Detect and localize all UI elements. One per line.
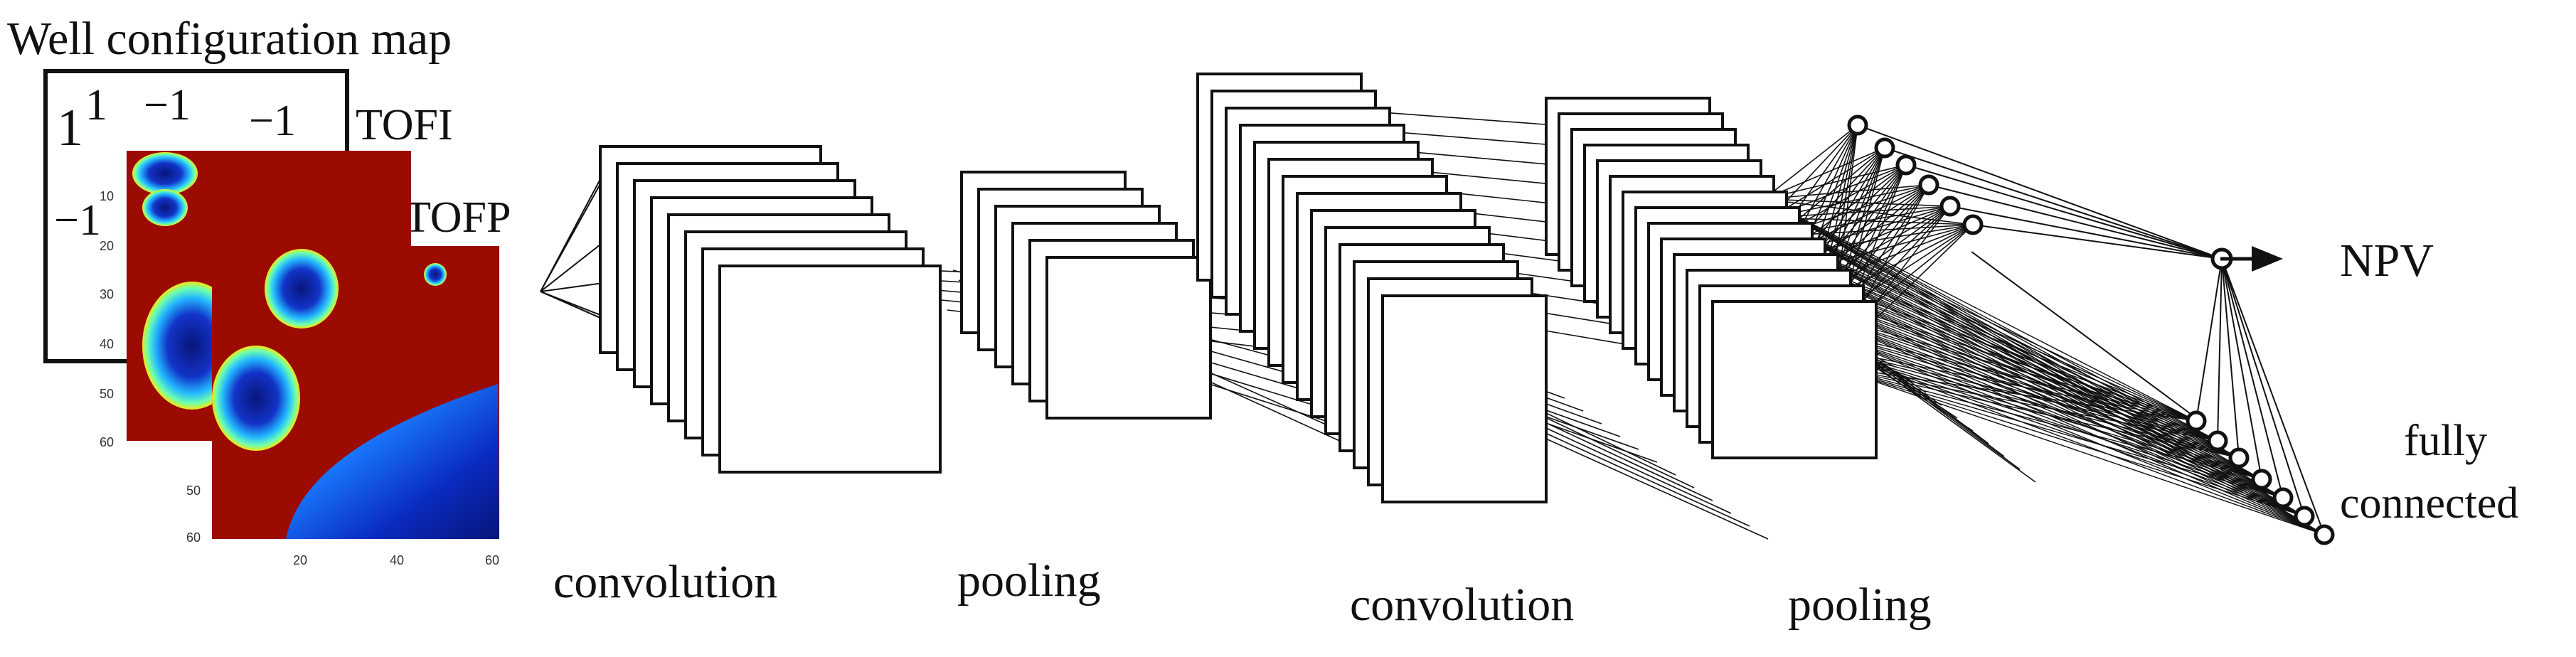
tofi-label: TOFI [356, 101, 453, 149]
connection-line [1777, 235, 2197, 422]
dense-label-line1: fully [2404, 417, 2487, 465]
connection-line [1827, 365, 2240, 459]
connection-line [1806, 309, 2305, 517]
connection-line [1763, 198, 1951, 207]
connection-line [1813, 328, 2262, 480]
connection-line [1827, 365, 2218, 442]
connection-line [1972, 224, 2223, 260]
well-value: 1 [57, 99, 83, 157]
tick-label: 10 [100, 189, 114, 203]
dense-label-line2: connected [2340, 479, 2518, 528]
tick-label: 30 [100, 287, 114, 301]
tofp-heatmap [212, 246, 499, 539]
connection-line [2221, 258, 2262, 480]
tick-label: 20 [100, 239, 114, 253]
connection-line [1784, 254, 2197, 422]
pool1-feature-map [1045, 256, 1212, 420]
connection-line [1949, 205, 2223, 260]
connection-line [1820, 346, 2240, 459]
dense-node [1918, 174, 1939, 196]
arrow-icon [2252, 246, 2283, 272]
pool2-feature-map [1711, 300, 1878, 459]
connection-line [1905, 164, 2223, 260]
connection-line [1820, 346, 2197, 422]
dense-node [2228, 447, 2250, 469]
dense-node [2272, 487, 2294, 508]
connection-line [1799, 291, 2325, 535]
connection-line [2217, 258, 2223, 442]
well-value: 1 [85, 81, 107, 129]
dense-node [2314, 524, 2335, 545]
connection-line [1820, 346, 2305, 517]
tofp-label: TOFP [404, 193, 511, 242]
connection-line [1813, 328, 2240, 459]
connection-line [1820, 346, 2284, 498]
connection-line [1813, 328, 2284, 498]
diagram-title: Well configuration map [7, 13, 452, 65]
output-label: NPV [2340, 235, 2434, 287]
dense-node [2251, 469, 2272, 490]
dense-node [2294, 506, 2315, 527]
connection-line [1857, 124, 2223, 260]
conv1-feature-map [718, 265, 942, 474]
connection-line [1806, 309, 2240, 459]
stage-label-pooling: pooling [957, 555, 1101, 607]
tick-label: 40 [100, 337, 114, 351]
tick-label: 50 [186, 484, 201, 498]
connection-line [1806, 309, 2262, 480]
tick-label: 20 [293, 553, 307, 567]
connection-line [1827, 365, 2197, 422]
connection-line [1770, 147, 1885, 218]
tick-label: 60 [485, 553, 499, 567]
well-value: −1 [144, 81, 191, 129]
connection-line [1763, 124, 1858, 200]
connection-line [2221, 258, 2284, 498]
connection-line [1813, 328, 2325, 535]
connection-line [1820, 346, 2325, 535]
dense-node [2186, 410, 2207, 432]
stage-label-convolution: convolution [553, 556, 777, 608]
dense-node [1847, 114, 1868, 136]
connection-line [2221, 258, 2325, 535]
stage-label-convolution: convolution [1350, 579, 1574, 631]
conv2-feature-map [1381, 294, 1548, 503]
connection-line [1884, 147, 2223, 260]
connection-line [1928, 184, 2223, 260]
connection-line [1763, 198, 2197, 422]
well-value: −1 [249, 97, 296, 145]
connection-line [1799, 291, 2305, 517]
connection-line [1806, 309, 2284, 498]
tick-label: 60 [100, 435, 114, 449]
dense-node [2207, 430, 2228, 452]
connection-line [1827, 365, 2284, 498]
dense-node [1874, 137, 1895, 159]
feature-map-stacks [599, 73, 2335, 545]
connection-line [2196, 258, 2223, 422]
connection-line [1777, 235, 2262, 480]
connection-line [1827, 365, 2305, 517]
tick-label: 60 [186, 530, 201, 545]
dense-node [1962, 214, 1984, 235]
tick-label: 50 [100, 387, 114, 401]
dense-node [1895, 154, 1917, 176]
connection-line [1971, 251, 2191, 415]
well-value: −1 [54, 196, 101, 245]
connection-line [1813, 328, 2218, 442]
connection-line [1827, 365, 2262, 480]
connection-line [2221, 258, 2240, 459]
stage-label-pooling: pooling [1788, 579, 1932, 631]
connection-line [1806, 309, 2325, 535]
connection-line [1813, 328, 2305, 517]
tick-label: 40 [390, 553, 404, 567]
connection-line [2221, 258, 2305, 517]
connection-line [1827, 365, 2325, 535]
dense-node [1939, 196, 1961, 217]
